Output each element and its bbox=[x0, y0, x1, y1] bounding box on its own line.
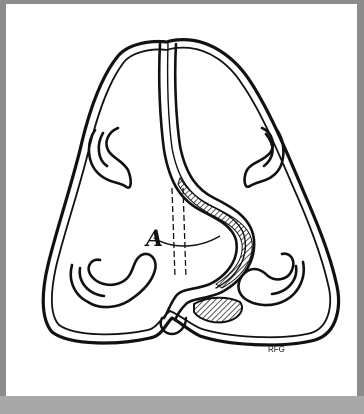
left-upper-alar-fold bbox=[89, 128, 131, 188]
nasal-septum bbox=[159, 44, 254, 318]
artist-signature: RFG bbox=[268, 345, 285, 354]
deviation-angle-arc bbox=[154, 236, 220, 246]
basal-spur-hatched bbox=[194, 298, 242, 323]
deviated-cartilage-hatched-band bbox=[178, 178, 252, 288]
angle-label: A bbox=[144, 226, 163, 252]
midline-reference-lines bbox=[172, 188, 186, 278]
right-upper-alar-fold bbox=[245, 128, 284, 187]
left-nostril-fold bbox=[71, 254, 156, 307]
